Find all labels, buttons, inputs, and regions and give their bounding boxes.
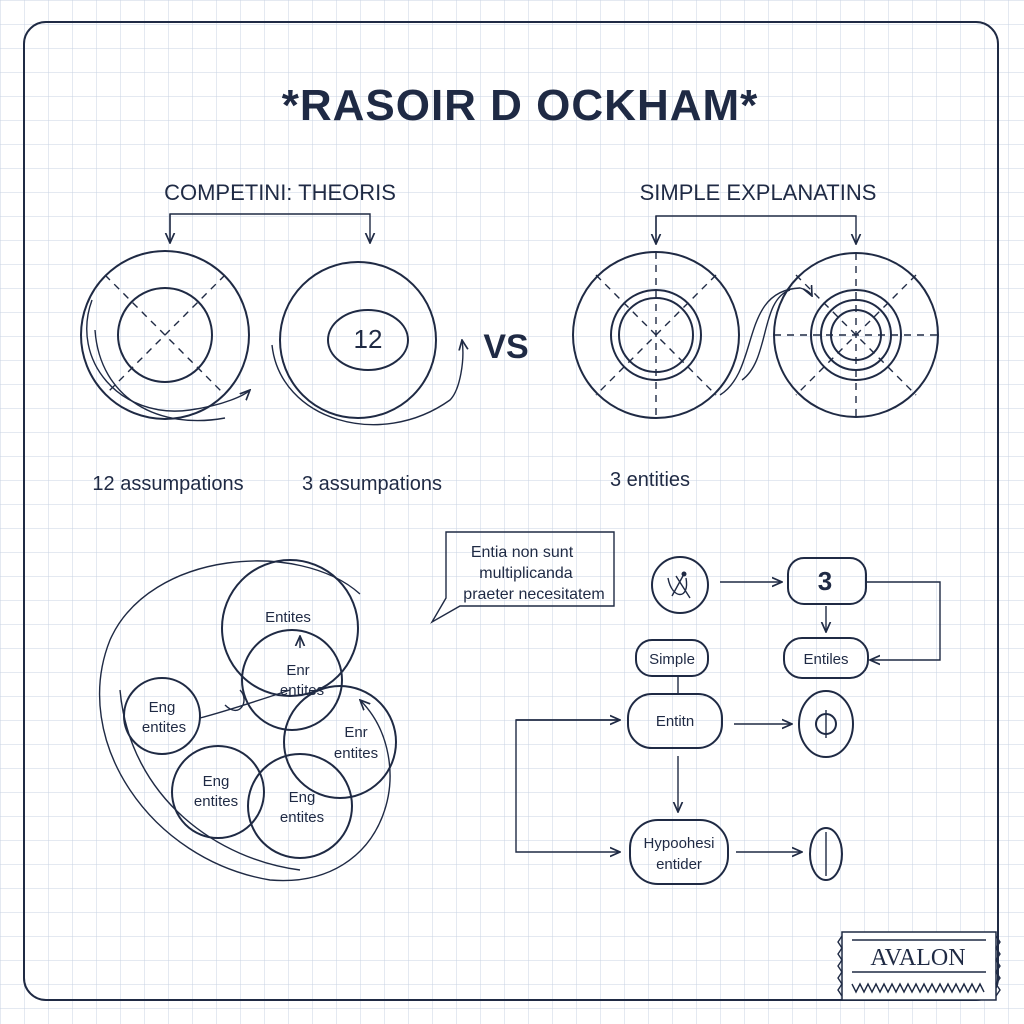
latin-quote-callout: Entia non sunt multiplicanda praeter nec… — [430, 531, 615, 624]
cluster-label-center-2: entites — [280, 682, 324, 699]
entity-box — [627, 693, 723, 749]
atom-icon — [651, 556, 709, 614]
caption-3-entities: 3 entities — [610, 469, 690, 491]
simple-circle-left — [572, 251, 740, 419]
caption-12-assumptions: 12 assumpations — [92, 473, 243, 495]
theory-count-number: 12 — [354, 324, 383, 354]
entity-bubble-left — [123, 677, 201, 755]
cluster-label-bottom-right-2: entites — [280, 809, 324, 826]
cluster-label-top: Entites — [265, 609, 311, 626]
cluster-label-bottom-left-1: Eng — [203, 773, 230, 790]
cluster-label-bottom-right-1: Eng — [289, 789, 316, 806]
complex-theory-circle — [80, 250, 250, 422]
theory-count-circle — [271, 261, 463, 426]
cluster-label-bottom-left-2: entites — [194, 793, 238, 810]
entities-cluster — [99, 559, 397, 882]
cluster-label-left-1: Eng — [149, 699, 176, 716]
diagram-title: *RASOIR D OCKHAM* — [282, 81, 759, 130]
page-frame — [23, 21, 999, 1001]
entity-box-label: Entitn — [656, 713, 694, 730]
entities-box-label: Entiles — [803, 651, 848, 668]
quote-line-2: multiplicanda — [479, 565, 572, 582]
entity-bubble-right — [283, 685, 397, 799]
entity-bubble-bottom-left — [171, 745, 265, 839]
competing-theories-heading: COMPETINI: THEORIS — [164, 180, 396, 205]
competing-theories-panel: COMPETINI: THEORIS 12 12 assumpations 3 … — [80, 180, 463, 495]
final-node — [809, 827, 843, 881]
hypothesis-label-2: entider — [656, 856, 702, 873]
cluster-label-center-1: Enr — [286, 662, 309, 679]
hypothesis-label-1: Hypoohesi — [644, 835, 715, 852]
simple-explanations-panel: SIMPLE EXPLANATINS 3 entities — [572, 180, 939, 491]
cluster-label-left-2: entites — [142, 719, 186, 736]
caption-3-assumptions: 3 assumpations — [302, 473, 442, 495]
versus-label: VS — [483, 328, 528, 366]
target-node — [798, 690, 854, 758]
cluster-label-right-1: Enr — [344, 724, 367, 741]
avalon-stamp — [837, 931, 1001, 1001]
count-box — [787, 557, 867, 605]
quote-line-3: praeter necesitatem — [463, 586, 604, 603]
entity-bubble-bottom-right — [247, 753, 353, 859]
entities-box — [783, 637, 869, 679]
entity-bubble-center — [241, 629, 343, 731]
cluster-swirl-arrow — [99, 560, 391, 882]
simple-explanations-heading: SIMPLE EXPLANATINS — [640, 180, 877, 205]
entity-bubble-top — [221, 559, 359, 697]
stamp-text: AVALON — [870, 945, 965, 971]
simple-circle-right — [719, 252, 939, 418]
count-box-label: 3 — [818, 566, 832, 596]
quote-line-1: Entia non sunt — [471, 544, 574, 561]
hypothesis-box — [629, 819, 729, 885]
cluster-label-right-2: entites — [334, 745, 378, 762]
simple-box-label: Simple — [649, 651, 695, 668]
simple-flow — [515, 556, 941, 885]
simple-box — [635, 639, 709, 677]
